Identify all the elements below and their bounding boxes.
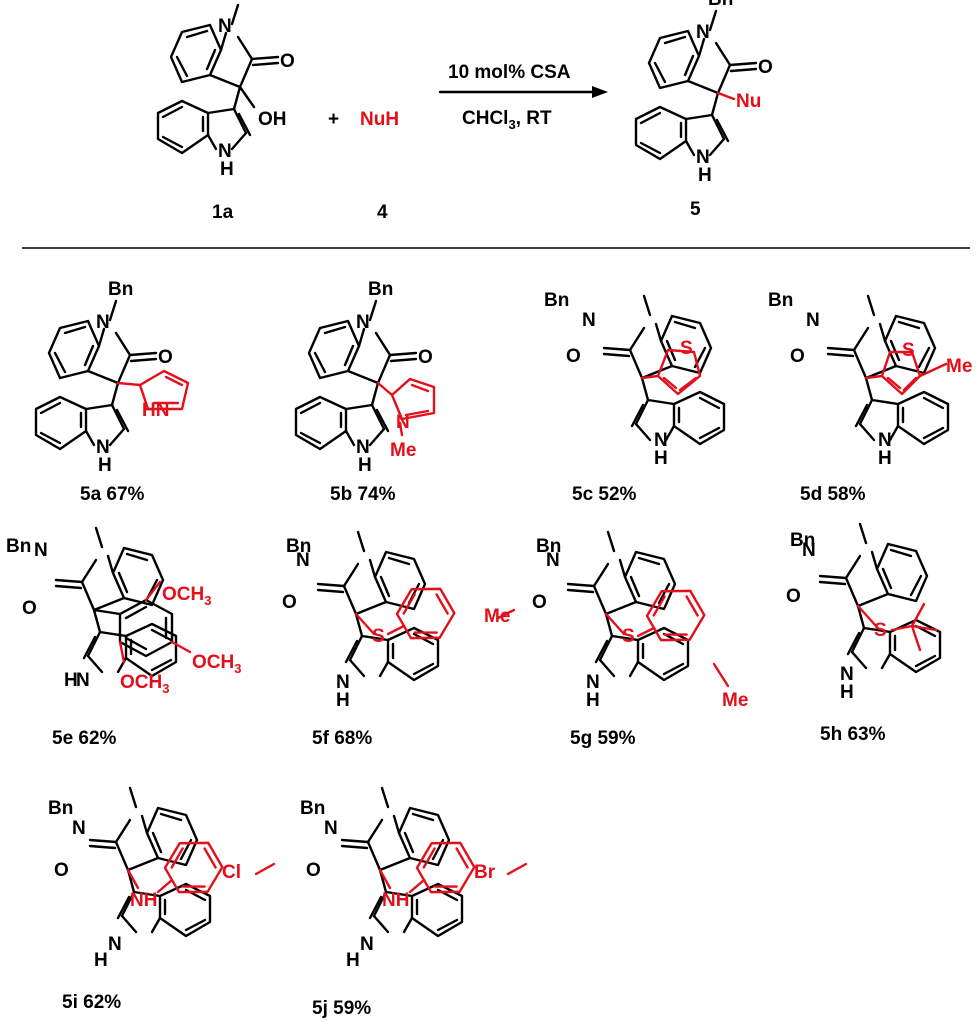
product-5j-label: 5j 59% [312, 998, 371, 1019]
indole-n-label: N [108, 934, 122, 955]
reaction-arrow [438, 86, 608, 98]
product-5c-structure [602, 294, 726, 446]
benzyl-label: Bn [544, 290, 569, 311]
tolylthio-group [354, 575, 516, 652]
m-tolylthio-group [604, 577, 730, 688]
product-5a-structure [34, 279, 190, 476]
product-5e-label: 5e 62% [52, 728, 117, 749]
amine-nh-label: NH [382, 890, 409, 911]
methoxy-right-label: OCH3 [192, 652, 241, 676]
product-5c-label: 5c 52% [572, 484, 637, 505]
product-5d-structure [826, 294, 950, 446]
product-5b-structure [294, 279, 436, 476]
benzyl-label: Bn [6, 536, 31, 557]
benzyl-label: Bn [48, 798, 73, 819]
hydroxyl-label: OH [258, 109, 287, 130]
plus-sign: + [328, 109, 339, 130]
methoxy-top-label: OCH3 [162, 584, 211, 608]
indole-h-label: H [840, 682, 854, 703]
sulfur-label: S [372, 626, 385, 647]
carbonyl-o-label: O [532, 592, 547, 613]
conditions-catalyst: 10 mol% CSA [448, 62, 571, 83]
chlorine-label: Cl [222, 862, 241, 883]
carbonyl-o-label: O [22, 598, 37, 619]
carbonyl-o-label: O [566, 346, 581, 367]
n-methyl-label: Me [390, 440, 416, 461]
thiophene-ring [640, 348, 702, 396]
methyl-label: Me [946, 356, 972, 377]
n-atom-label: N [72, 818, 86, 839]
methylthiophene-ring [864, 350, 948, 396]
indole-h-label: H [94, 950, 108, 971]
product-5b-label: 5b 74% [330, 484, 396, 505]
product-5g-structure [566, 530, 690, 682]
product-5f-label: 5f 68% [312, 728, 372, 749]
product-5j-structure [340, 786, 464, 938]
reactant-1a-structure [156, 0, 295, 180]
product-5-label: 5 [690, 199, 701, 220]
benzyl-label: Bn [790, 530, 815, 551]
indole-n-label: N [336, 672, 350, 693]
n-atom-label: N [296, 550, 310, 571]
benzyl-label: Bn [768, 290, 793, 311]
indole-n-label: N [840, 664, 854, 685]
product-5d-label: 5d 58% [800, 484, 866, 505]
indole-h-label: H [64, 670, 78, 691]
indole-n-label: N [654, 430, 668, 451]
reactant-1a-label: 1a [212, 202, 234, 223]
nucleophile-label: NuH [360, 109, 399, 130]
carbonyl-o-label: O [54, 860, 69, 881]
carbonyl-o-label: O [306, 860, 321, 881]
product-5e-structure [54, 526, 178, 678]
chloroanilino-group [126, 829, 276, 906]
reactant-4-label: 4 [377, 202, 388, 223]
n-atom-label: N [546, 550, 560, 571]
n-atom-label: N [34, 540, 48, 561]
carbonyl-o-label: O [786, 586, 801, 607]
benzyl-label: Bn [286, 536, 311, 557]
pyrrole-nh-label: HN [142, 400, 169, 421]
pyrrole-n-label: N [396, 412, 410, 433]
trimethoxyphenyl-ring [92, 580, 192, 664]
sulfur-label: S [622, 626, 635, 647]
product-5h-label: 5h 63% [820, 724, 886, 745]
tert-butylthio-group [856, 602, 938, 652]
n-atom-label: N [324, 818, 338, 839]
nu-group-label: Nu [736, 91, 761, 112]
benzyl-label: Bn [536, 536, 561, 557]
benzyl-label: Bn [300, 798, 325, 819]
methyl-label: Me [722, 690, 748, 711]
sulfur-label: S [874, 620, 887, 641]
indole-n-label: N [878, 430, 892, 451]
conditions-solvent: CHCl3, RT [462, 108, 552, 132]
thiophene-s-label: S [902, 340, 915, 361]
carbonyl-o-label: O [282, 592, 297, 613]
methoxy-bottom-label: OCH3 [120, 672, 169, 696]
indole-h-label: H [586, 690, 600, 711]
indole-h-label: H [346, 950, 360, 971]
carbonyl-o-label: O [790, 346, 805, 367]
indole-n-label: N [586, 672, 600, 693]
amine-nh-label: NH [130, 890, 157, 911]
indole-n-label: N [76, 670, 90, 691]
thiophene-s-label: S [680, 338, 693, 359]
n-atom-label: N [806, 310, 820, 331]
indole-n-label: N [360, 934, 374, 955]
methyl-label: Me [484, 606, 510, 627]
n-atom-label: N [582, 310, 596, 331]
product-5f-structure [316, 530, 440, 682]
indole-h-label: H [654, 448, 668, 469]
product-5-structure [634, 0, 773, 186]
product-5g-label: 5g 59% [570, 728, 636, 749]
bromoanilino-group [378, 829, 528, 906]
product-5i-structure [88, 786, 212, 938]
product-5a-label: 5a 67% [80, 484, 145, 505]
indole-h-label: H [878, 448, 892, 469]
product-5i-label: 5i 62% [62, 992, 121, 1013]
n-atom-label: N [802, 540, 816, 561]
product-5h-structure [818, 522, 942, 674]
indole-h-label: H [336, 690, 350, 711]
bromine-label: Br [474, 862, 496, 883]
